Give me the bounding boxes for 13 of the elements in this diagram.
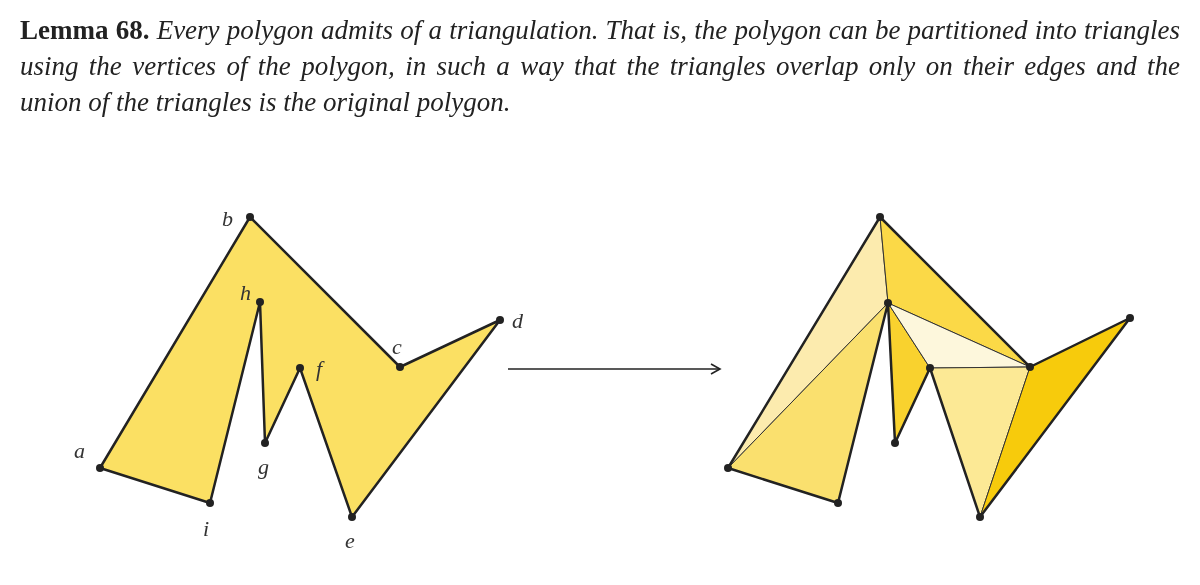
vertex-label: i	[203, 518, 210, 540]
lemma-statement: Lemma 68. Every polygon admits of a triangulation. That is, the polygon can be partitioned into triangles using the vertices of the polygon, in such a way that the triangles overlap only on their edges and the union of the triangles is the original polygon.	[20, 14, 1180, 119]
vertex-label: f	[316, 358, 323, 380]
vertex-label: b	[222, 208, 233, 230]
vertex-label: a	[74, 440, 85, 462]
vertex-label: d	[512, 310, 523, 332]
arrow	[507, 363, 721, 375]
vertex-label: e	[345, 530, 355, 552]
vertex-label: h	[240, 282, 251, 304]
vertex-label: g	[258, 456, 269, 478]
polygon-drawing	[95, 212, 505, 522]
polygon-drawing	[723, 212, 1135, 522]
vertex-label: c	[392, 336, 402, 358]
